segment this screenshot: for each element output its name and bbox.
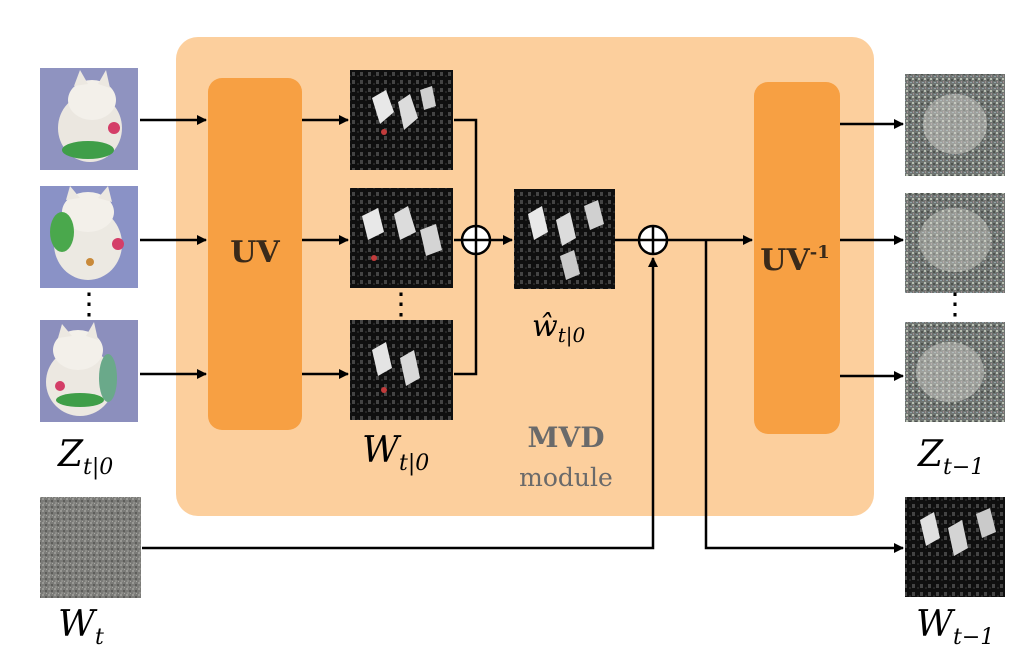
arrow-branch-to-wt-minus-1 xyxy=(704,240,904,553)
label-w-hat-t0: ŵt|0 xyxy=(532,309,585,348)
label-w-t: Wt xyxy=(58,604,104,650)
uv-inverse-block xyxy=(754,82,840,434)
arrows-uvinv-to-outputs xyxy=(840,119,904,381)
uv-block-label: UV xyxy=(230,235,280,270)
input-image-2 xyxy=(40,186,138,288)
wt0-ellipsis: ⋮ xyxy=(386,287,416,322)
output-image-3 xyxy=(905,322,1005,422)
w-t-noise-image xyxy=(40,497,141,598)
uv-inverse-block-label: UV-1 xyxy=(760,242,829,278)
wt0-image-2 xyxy=(350,188,453,288)
arrows-uv-to-wt0 xyxy=(302,115,349,379)
arrow-wt-to-sum2 xyxy=(142,257,658,550)
mvd-title: MVD xyxy=(528,421,605,454)
uv-block xyxy=(208,78,302,430)
input-ellipsis: ⋮ xyxy=(74,287,104,322)
wt0-image-1 xyxy=(350,70,453,170)
w-t-minus-1-image xyxy=(905,497,1005,597)
arrows-inputs-to-uv xyxy=(140,115,207,379)
label-w-t0: Wt|0 xyxy=(362,430,429,476)
label-w-t-minus-1: Wt−1 xyxy=(916,604,994,650)
sum-node-1 xyxy=(460,224,492,256)
mvd-subtitle: module xyxy=(519,463,613,492)
output-image-2 xyxy=(905,193,1005,293)
label-z-t0: Zt|0 xyxy=(57,434,113,480)
w-hat-t0-image xyxy=(514,189,615,289)
merge-lines-wt0 xyxy=(454,118,478,376)
input-image-3 xyxy=(40,320,138,422)
output-image-1 xyxy=(905,74,1005,176)
sum-node-2 xyxy=(637,224,669,256)
wt0-image-3 xyxy=(350,320,453,420)
input-image-1 xyxy=(40,68,138,170)
label-z-t-minus-1: Zt−1 xyxy=(917,434,984,480)
output-ellipsis: ⋮ xyxy=(940,287,970,322)
